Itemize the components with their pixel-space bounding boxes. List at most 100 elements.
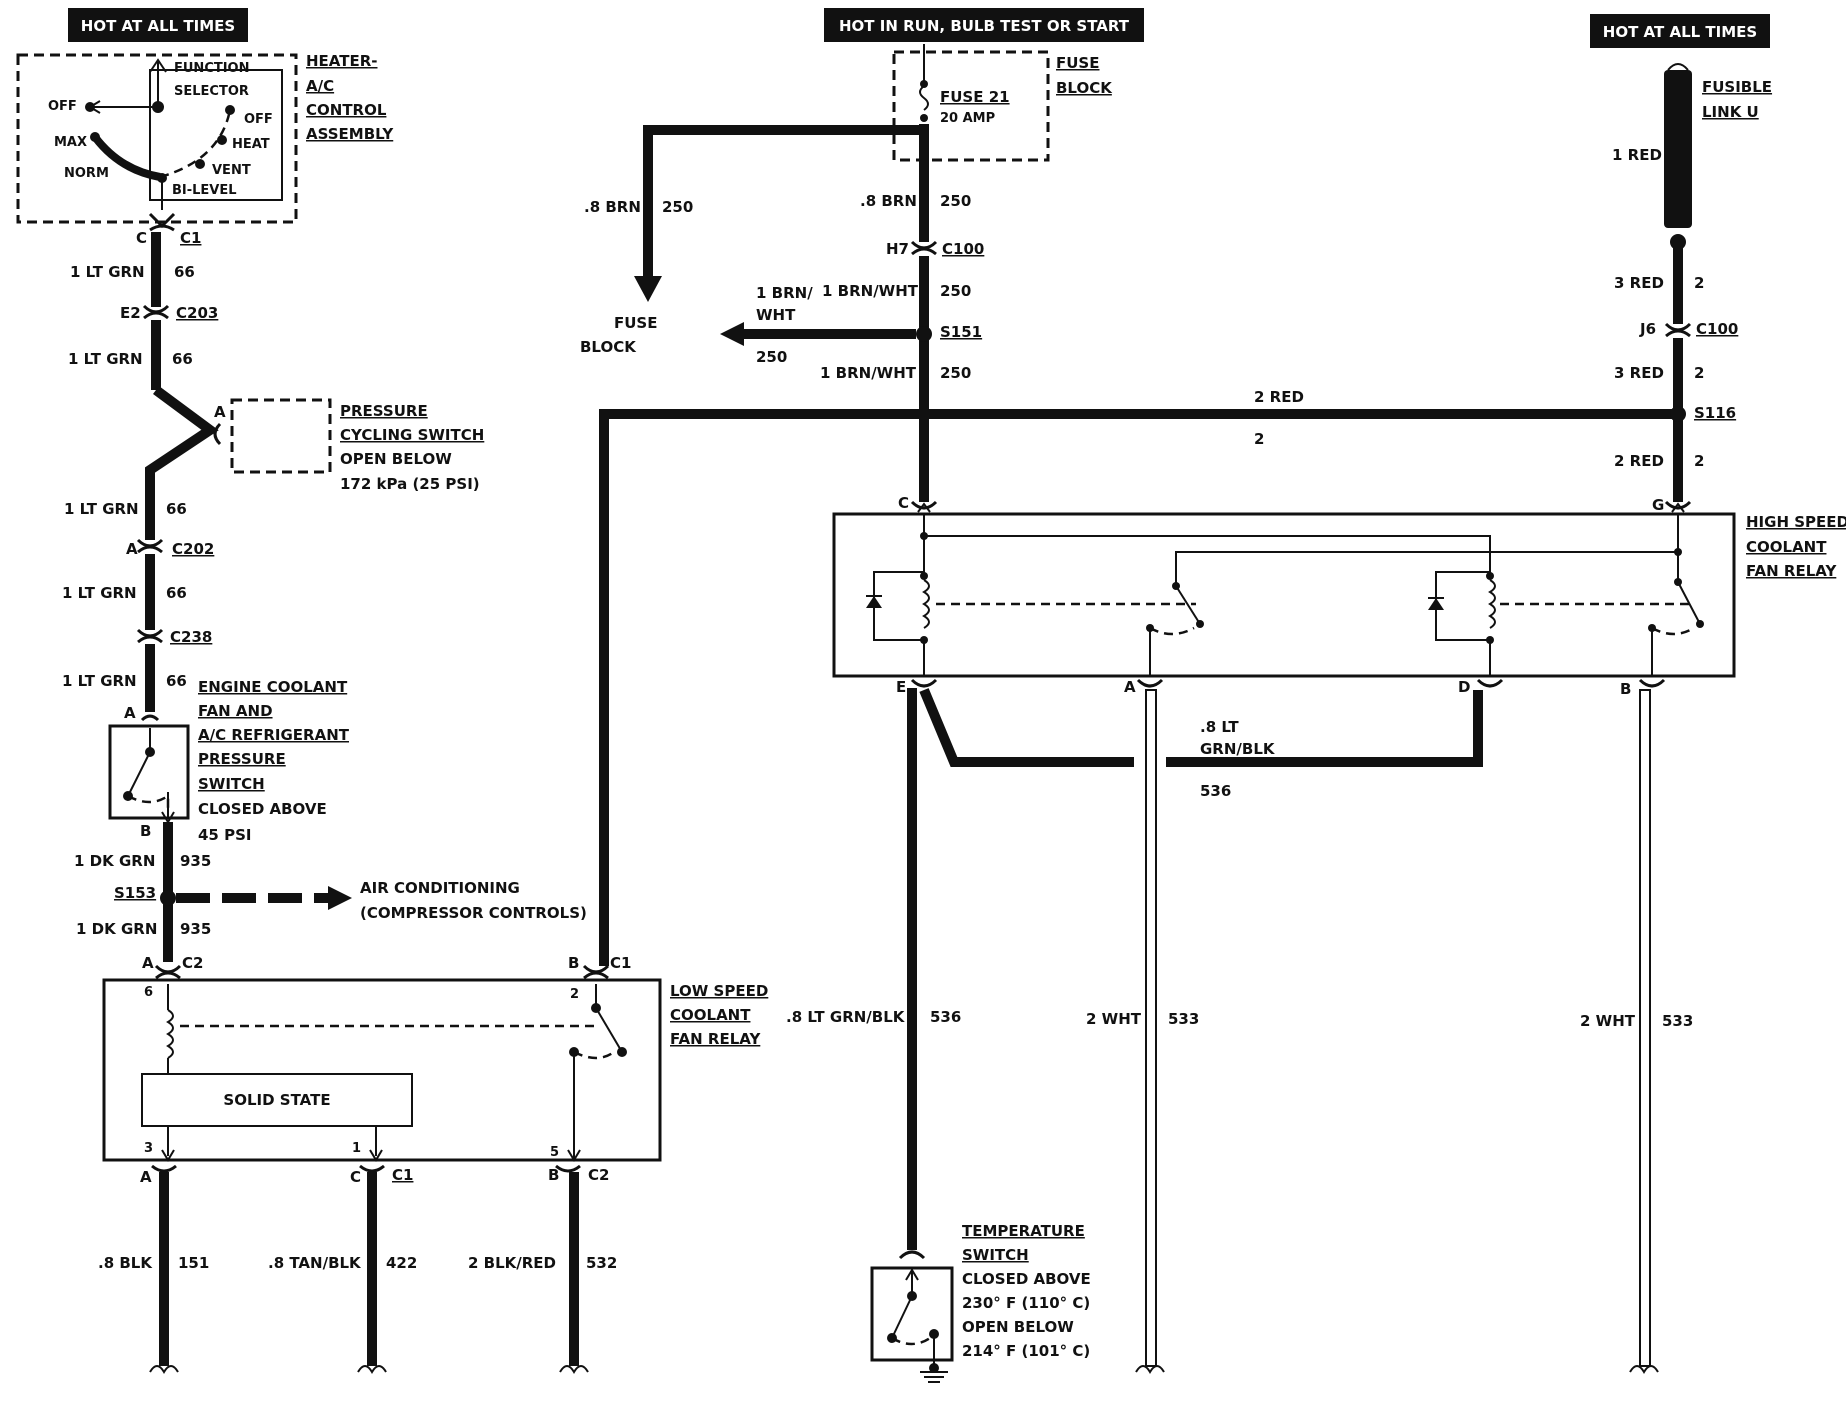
right-wire-circuit-c: 2 [1694, 452, 1704, 470]
connector-c203: C203 [176, 304, 218, 322]
brn-gauge-mid: .8 BRN [860, 192, 917, 210]
temp-switch-label-6: 214° F (101° C) [962, 1342, 1090, 1360]
brnwht-circuit-a: 250 [940, 282, 971, 300]
ps-label-2: FAN AND [198, 702, 273, 720]
out2-gauge: .8 TAN/BLK [268, 1254, 362, 1272]
fuse-name: FUSE 21 [940, 88, 1010, 106]
fuse-block-dest-1: FUSE [614, 314, 657, 332]
left-branch: C C1 1 LT GRN 66 E2 C203 1 LT GRN 66 A P… [62, 212, 587, 962]
brn-circuit-left: 250 [662, 198, 693, 216]
low-relay-pin6: 6 [144, 985, 153, 1000]
brn-gauge-left: .8 BRN [584, 198, 641, 216]
mid-gauge-1: .8 LT [1200, 718, 1239, 736]
wire-circuit-c: 66 [166, 500, 187, 518]
low-relay-bottom-b-pin: B [548, 1166, 559, 1184]
brnwht-gauge-a: 1 BRN/WHT [822, 282, 919, 300]
right-wire-gauge-b: 3 RED [1614, 364, 1664, 382]
pcs-label-1: PRESSURE [340, 402, 428, 420]
ac-label-1: AIR CONDITIONING [360, 879, 520, 897]
position-norm: NORM [64, 166, 109, 181]
a-circuit: 533 [1168, 1010, 1199, 1028]
out3-circuit: 532 [586, 1254, 617, 1272]
splice-s153: S153 [114, 884, 156, 902]
high-relay-pin-c: C [898, 494, 909, 512]
fuse-rating: 20 AMP [940, 111, 995, 126]
function-selector-label-1: FUNCTION [174, 61, 250, 76]
right-banner-text: HOT AT ALL TIMES [1603, 23, 1757, 41]
high-relay-pin-g: G [1652, 496, 1664, 514]
ps-label-7: 45 PSI [198, 826, 251, 844]
high-relay-title-1: HIGH SPEED [1746, 513, 1846, 531]
wire-circuit-g: 935 [180, 920, 211, 938]
wire-circuit-a: 66 [174, 263, 195, 281]
branch-gauge-2: WHT [756, 306, 796, 324]
center-circuit: FUSE 21 20 AMP FUSE BLOCK .8 BRN 250 FUS… [580, 44, 1680, 966]
low-relay-bottom-b-conn: C2 [588, 1166, 609, 1184]
temperature-switch: TEMPERATURE SWITCH CLOSED ABOVE 230° F (… [870, 1222, 1091, 1383]
ps-label-1: ENGINE COOLANT [198, 678, 348, 696]
fuse-block-dest-2: BLOCK [580, 338, 637, 356]
fuse-block-title-1: FUSE [1056, 54, 1099, 72]
low-relay-bottom-a-pin: A [140, 1168, 152, 1186]
heater-ac-control-assembly: FUNCTION SELECTOR OFF MAX NORM OFF HEAT … [16, 52, 394, 224]
low-relay-title-1: LOW SPEED [670, 982, 768, 1000]
ps-pin-a: A [124, 704, 136, 722]
branch-circuit: 250 [756, 348, 787, 366]
temp-switch-label-2: SWITCH [962, 1246, 1029, 1264]
wire-gauge-a: 1 LT GRN [70, 263, 145, 281]
left-banner-text: HOT AT ALL TIMES [81, 17, 235, 35]
b-circuit: 533 [1662, 1012, 1693, 1030]
heater-title-4: ASSEMBLY [306, 125, 394, 143]
h7-pin: H7 [886, 240, 909, 258]
splice-s151: S151 [940, 323, 982, 341]
low-relay-pin5: 5 [550, 1145, 559, 1160]
j6-pin: J6 [1639, 320, 1656, 338]
left-power-banner: HOT AT ALL TIMES [68, 8, 248, 42]
right-power-banner: HOT AT ALL TIMES [1590, 14, 1770, 48]
connector-c1-top: C1 [180, 229, 201, 247]
pcs-label-4: 172 kPa (25 PSI) [340, 475, 480, 493]
heater-title-3: CONTROL [306, 101, 387, 119]
red-gauge: 2 RED [1254, 388, 1304, 406]
c203-pin: E2 [120, 304, 141, 322]
low-relay-title-2: COOLANT [670, 1006, 751, 1024]
low-relay-top-right-pin: B [568, 954, 579, 972]
position-heat: HEAT [232, 137, 270, 152]
wire-gauge-c: 1 LT GRN [64, 500, 139, 518]
fusible-title-1: FUSIBLE [1702, 78, 1772, 96]
ac-label-2: (COMPRESSOR CONTROLS) [360, 904, 587, 922]
ps-label-4: PRESSURE [198, 750, 286, 768]
temp-switch-label-3: CLOSED ABOVE [962, 1270, 1091, 1288]
position-off-right: OFF [244, 112, 273, 127]
center-banner-text: HOT IN RUN, BULB TEST OR START [839, 17, 1130, 35]
pcs-pin-a: A [214, 403, 226, 421]
connector-c100-right: C100 [1696, 320, 1738, 338]
position-max: MAX [54, 135, 87, 150]
low-relay-top-left-pin: A [142, 954, 154, 972]
ps-label-3: A/C REFRIGERANT [198, 726, 350, 744]
low-relay-top-left-conn: C2 [182, 954, 203, 972]
mid-circuit: 536 [1200, 782, 1231, 800]
splice-s116: S116 [1694, 404, 1736, 422]
function-selector-label-2: SELECTOR [174, 84, 249, 99]
low-speed-coolant-fan-relay: A C2 B C1 6 2 SOLID STATE 3 1 5 [98, 954, 768, 1374]
right-wire-gauge-a: 3 RED [1614, 274, 1664, 292]
wire-gauge-d: 1 LT GRN [62, 584, 137, 602]
temp-switch-label-1: TEMPERATURE [962, 1222, 1085, 1240]
wire-circuit-f: 935 [180, 852, 211, 870]
low-relay-title-3: FAN RELAY [670, 1030, 761, 1048]
ps-label-6: CLOSED ABOVE [198, 800, 327, 818]
e-circuit: 536 [930, 1008, 961, 1026]
low-relay-top-right-conn: C1 [610, 954, 631, 972]
wire-gauge-b: 1 LT GRN [68, 350, 143, 368]
low-relay-bottom-c-conn: C1 [392, 1166, 413, 1184]
heater-title-1: HEATER- [306, 52, 378, 70]
center-power-banner: HOT IN RUN, BULB TEST OR START [824, 8, 1144, 42]
wire-gauge-g: 1 DK GRN [76, 920, 157, 938]
fusible-title-2: LINK U [1702, 103, 1759, 121]
solid-state-label: SOLID STATE [223, 1091, 330, 1109]
temp-switch-label-5: OPEN BELOW [962, 1318, 1074, 1336]
ps-label-5: SWITCH [198, 775, 265, 793]
low-relay-bottom-c-pin: C [350, 1168, 361, 1186]
e-gauge: .8 LT GRN/BLK [786, 1008, 906, 1026]
